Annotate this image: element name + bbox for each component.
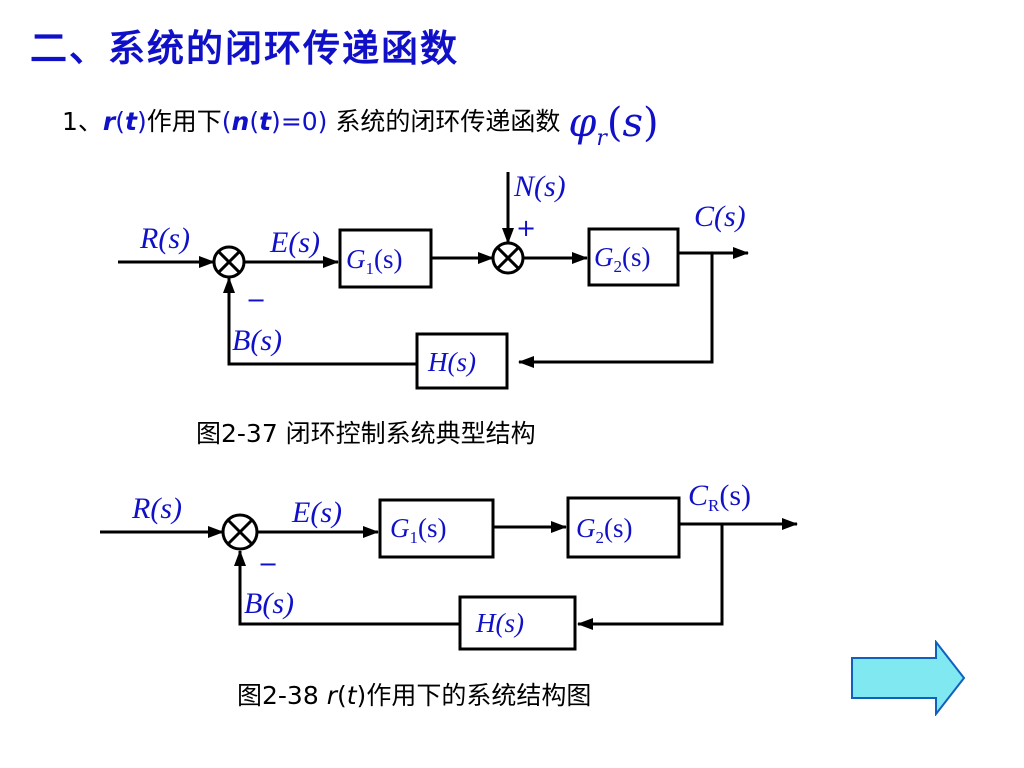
d1-g2-label: G2(s)	[594, 242, 651, 276]
d2-g2-block	[566, 496, 681, 559]
section-heading: 1、r(t)作用下(n(t)=0) 系统的闭环传递函数 φr(s)	[62, 100, 659, 151]
d1-summing-junction-icon	[212, 245, 246, 279]
d1-disturbance-label: N(s)	[513, 170, 566, 203]
right-arrow-icon	[851, 640, 966, 716]
d2-feedback-path-top	[577, 524, 724, 630]
d1-output-label: C(s)	[694, 200, 746, 233]
d1-error-label: E(s)	[269, 226, 320, 259]
heading-t1: t	[125, 107, 137, 136]
heading-prefix: 1、	[62, 107, 103, 136]
d2-g2-label: G2(s)	[576, 513, 633, 547]
heading-r: r	[102, 107, 116, 136]
phi-symbol: φr(s)	[568, 100, 659, 151]
heading-t2: t	[259, 107, 272, 136]
diagram-1	[118, 172, 749, 390]
heading-n: n	[231, 107, 250, 136]
d1-disturbance-junction-icon	[491, 241, 525, 275]
d1-h-block	[415, 332, 509, 390]
d2-g1-label: G1(s)	[390, 513, 447, 547]
d2-feedback-path-bottom	[234, 550, 460, 626]
d2-h-label: H(s)	[475, 608, 524, 638]
page-title: 二、系统的闭环传递函数	[30, 27, 459, 70]
d1-g2-block	[587, 227, 680, 287]
d1-feedback-signal-label: B(s)	[232, 324, 282, 357]
d2-feedback-signal-label: B(s)	[244, 587, 294, 620]
diagram-2	[100, 496, 798, 651]
d2-minus-sign: −	[258, 550, 278, 578]
d1-minus-sign: −	[246, 286, 266, 314]
d1-h-label: H(s)	[427, 347, 476, 377]
heading-eq: =0	[280, 107, 318, 136]
d2-error-label: E(s)	[291, 496, 342, 529]
d1-g1-label: G1(s)	[346, 244, 403, 278]
d2-summing-junction-icon	[221, 513, 259, 551]
d2-g1-block	[378, 498, 495, 559]
d1-feedback-path-top	[518, 253, 714, 368]
figure-caption-1: 图2-37 闭环控制系统典型结构	[196, 419, 536, 448]
heading-suffix: 系统的闭环传递函数	[335, 107, 561, 136]
d1-plus-sign: +	[516, 214, 536, 242]
figure-caption-2: 图2-38 r(t)作用下的系统结构图	[237, 681, 592, 710]
d2-output-label: CR(s)	[688, 479, 751, 515]
next-slide-button[interactable]	[850, 640, 966, 716]
heading-mid: 作用下	[146, 107, 222, 136]
d2-input-label: R(s)	[131, 492, 182, 525]
d1-feedback-path-bottom	[223, 277, 417, 366]
d1-input-label: R(s)	[139, 222, 190, 255]
d2-h-block	[458, 595, 577, 651]
d1-g1-block	[338, 228, 433, 289]
